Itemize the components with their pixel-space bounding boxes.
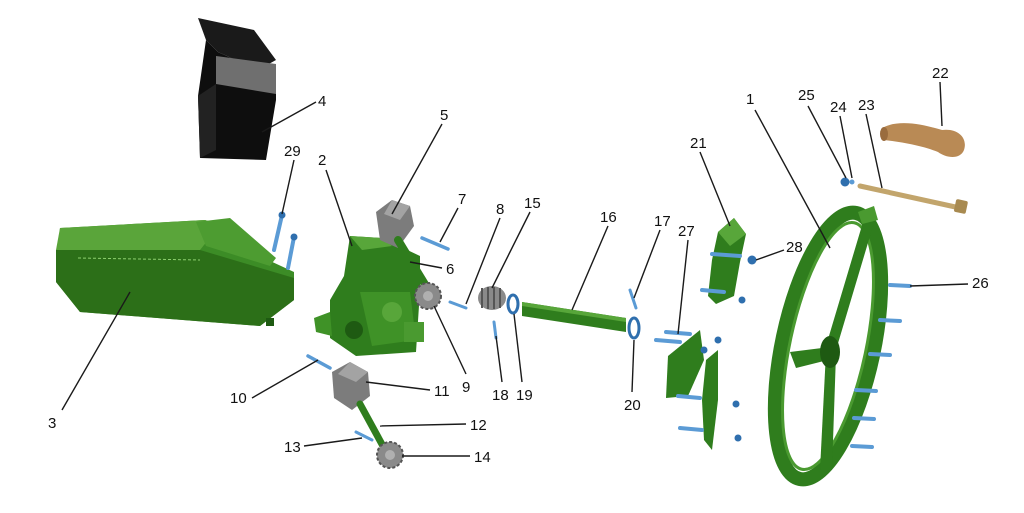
leader-19: [513, 313, 523, 383]
leader-18: [495, 335, 503, 383]
bolt-13-part: [354, 430, 374, 442]
gear-14-part: [376, 441, 404, 469]
callout-23: 23: [858, 97, 875, 114]
hopper-part: [198, 18, 276, 160]
callout-1: 1: [746, 91, 754, 108]
bolt-8-part: [448, 300, 468, 310]
leader-11: [365, 381, 431, 391]
leader-23: [865, 113, 883, 189]
leader-29: [281, 159, 295, 215]
callout-26: 26: [972, 275, 989, 292]
callout-18: 18: [492, 387, 509, 404]
callout-2: 2: [318, 152, 326, 169]
lower-gearbox-part: [332, 362, 388, 452]
leader-2: [325, 169, 353, 247]
leader-7: [439, 207, 459, 243]
bolt-7-part: [420, 236, 450, 251]
worm-gear-part: [478, 286, 506, 310]
callout-labels: 1 2 3 4 5 6 7 8 9 10 11 12 13 14 15 16 1…: [48, 65, 989, 466]
leader-4: [261, 101, 317, 133]
pin-18-part: [492, 320, 498, 340]
callout-9: 9: [462, 379, 470, 396]
handle-grip-part: [880, 123, 965, 157]
handwheel-part: [767, 205, 889, 487]
nut-28-part: [747, 255, 757, 265]
leader-10: [251, 359, 319, 399]
leader-lines: [61, 81, 969, 457]
callout-29: 29: [284, 143, 301, 160]
plate-21-part: [708, 218, 746, 304]
callout-16: 16: [600, 209, 617, 226]
shaft-part: [522, 302, 626, 332]
callout-25: 25: [798, 87, 815, 104]
leader-25: [807, 105, 847, 179]
tray-part: [56, 218, 294, 326]
leader-12: [379, 423, 467, 427]
callout-27: 27: [678, 223, 695, 240]
leader-16: [571, 225, 609, 311]
leader-27: [677, 239, 689, 335]
leader-1: [754, 109, 831, 249]
washer-20-part: [627, 316, 641, 340]
leader-3: [61, 291, 131, 411]
callout-13: 13: [284, 439, 301, 456]
callout-21: 21: [690, 135, 707, 152]
rod-part: [857, 183, 968, 214]
leader-22: [939, 81, 943, 127]
callout-5: 5: [440, 107, 448, 124]
callout-15: 15: [524, 195, 541, 212]
leader-9: [433, 305, 467, 375]
leader-28: [755, 249, 785, 261]
washer-19-part: [506, 293, 520, 315]
leader-13: [303, 437, 363, 447]
callout-14: 14: [474, 449, 491, 466]
leader-17: [633, 229, 661, 299]
leader-21: [699, 151, 731, 227]
callout-11: 11: [434, 383, 450, 400]
callout-6: 6: [446, 261, 454, 278]
leader-24: [839, 115, 853, 179]
callout-7: 7: [458, 191, 466, 208]
callout-12: 12: [470, 417, 487, 434]
callout-4: 4: [318, 93, 326, 110]
callout-24: 24: [830, 99, 847, 116]
leader-5: [391, 123, 443, 215]
callout-17: 17: [654, 213, 671, 230]
callout-20: 20: [624, 397, 641, 414]
callout-19: 19: [516, 387, 533, 404]
leader-20: [631, 339, 635, 393]
callout-22: 22: [932, 65, 949, 82]
gear-9-part: [414, 282, 442, 310]
leader-26: [909, 283, 969, 287]
bolt-10-part: [306, 354, 332, 370]
nut-25-part: [840, 177, 850, 187]
bolt-26-part: [850, 283, 912, 449]
pin-17-part: [628, 288, 638, 310]
callout-8: 8: [496, 201, 504, 218]
leader-8: [465, 217, 501, 305]
plate-27-part: [666, 330, 718, 450]
plate-bolts-part: [654, 252, 746, 442]
washer-24-part: [849, 179, 855, 185]
callout-10: 10: [230, 390, 247, 407]
leader-6: [409, 261, 443, 269]
callout-28: 28: [786, 239, 803, 256]
callout-3: 3: [48, 415, 56, 432]
bolt-29-part: [272, 211, 298, 270]
leader-15: [491, 211, 531, 289]
